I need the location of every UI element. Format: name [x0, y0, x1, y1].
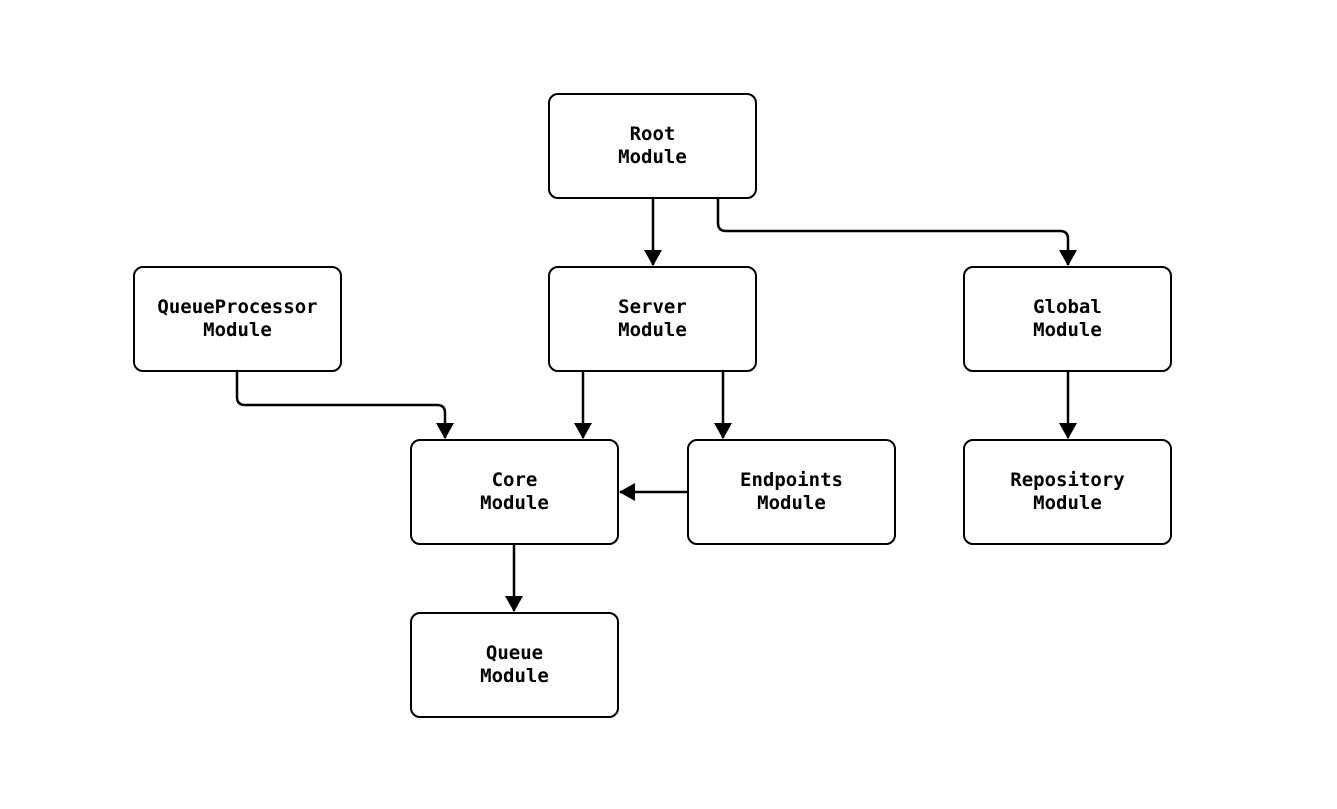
node-queue: Queue Module: [410, 612, 619, 718]
node-repository: Repository Module: [963, 439, 1172, 545]
node-global: Global Module: [963, 266, 1172, 372]
node-label-root: Root Module: [618, 123, 687, 168]
node-endpoints: Endpoints Module: [687, 439, 896, 545]
node-label-server: Server Module: [618, 296, 687, 341]
node-root: Root Module: [548, 93, 757, 199]
node-label-global: Global Module: [1033, 296, 1102, 341]
node-label-endpoints: Endpoints Module: [740, 469, 843, 514]
node-label-queue: Queue Module: [480, 642, 549, 687]
node-label-core: Core Module: [480, 469, 549, 514]
edge-queueprocessor-to-core: [235, 372, 454, 439]
node-queueprocessor: QueueProcessor Module: [133, 266, 342, 372]
node-core: Core Module: [410, 439, 619, 545]
node-label-queueprocessor: QueueProcessor Module: [157, 296, 318, 341]
edge-root-to-global: [716, 199, 1077, 266]
node-server: Server Module: [548, 266, 757, 372]
node-label-repository: Repository Module: [1010, 469, 1125, 514]
